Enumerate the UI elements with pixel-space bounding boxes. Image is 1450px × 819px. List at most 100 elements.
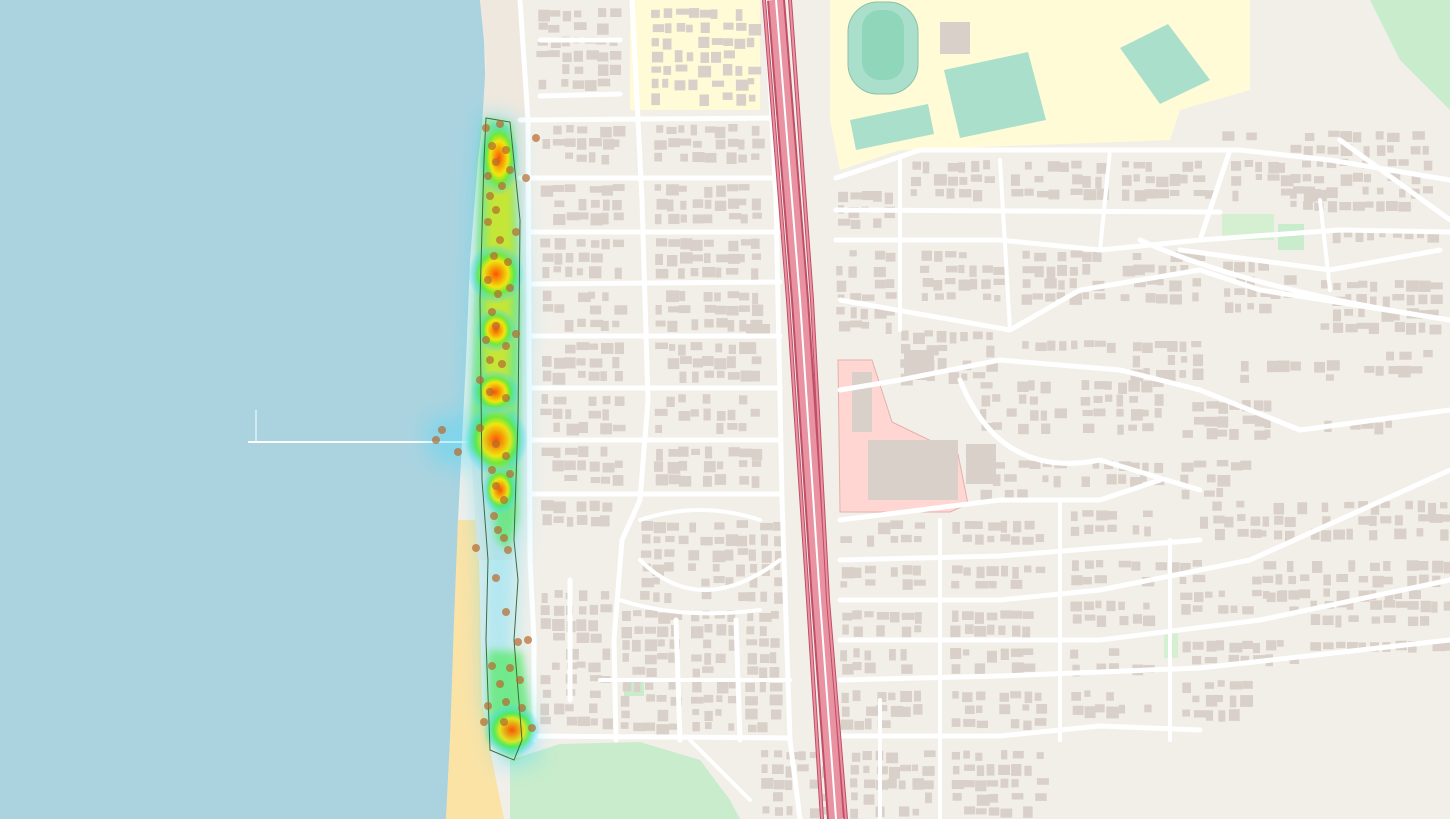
building	[797, 764, 809, 772]
observation-marker[interactable]	[484, 218, 492, 226]
observation-marker[interactable]	[482, 124, 490, 132]
building	[1152, 380, 1164, 387]
building	[774, 750, 783, 758]
observation-marker[interactable]	[506, 470, 514, 478]
ocean	[0, 0, 486, 819]
observation-marker[interactable]	[498, 360, 506, 368]
observation-marker[interactable]	[492, 322, 500, 330]
building	[913, 565, 921, 576]
observation-marker[interactable]	[502, 342, 510, 350]
observation-marker[interactable]	[484, 172, 492, 180]
observation-marker[interactable]	[482, 336, 490, 344]
observation-marker[interactable]	[480, 718, 488, 726]
observation-marker[interactable]	[532, 134, 540, 142]
observation-marker[interactable]	[506, 166, 514, 174]
observation-marker[interactable]	[496, 236, 504, 244]
building	[747, 610, 754, 622]
observation-marker[interactable]	[496, 680, 504, 688]
observation-marker[interactable]	[504, 258, 512, 266]
observation-marker[interactable]	[492, 158, 500, 166]
observation-marker[interactable]	[432, 436, 440, 444]
building	[840, 581, 848, 588]
observation-marker[interactable]	[488, 142, 496, 150]
observation-marker[interactable]	[512, 228, 520, 236]
observation-marker[interactable]	[500, 534, 508, 542]
markers-layer[interactable]	[432, 120, 540, 732]
observation-marker[interactable]	[500, 718, 508, 726]
observation-marker[interactable]	[504, 546, 512, 554]
observation-marker[interactable]	[518, 704, 526, 712]
observation-marker[interactable]	[502, 608, 510, 616]
observation-marker[interactable]	[484, 276, 492, 284]
observation-marker[interactable]	[512, 330, 520, 338]
pitch	[1120, 24, 1210, 104]
building	[1284, 275, 1297, 285]
building	[1323, 588, 1330, 597]
observation-marker[interactable]	[494, 290, 502, 298]
observation-marker[interactable]	[488, 466, 496, 474]
building	[975, 752, 983, 761]
observation-marker[interactable]	[506, 664, 514, 672]
building	[578, 606, 587, 615]
building	[1325, 374, 1334, 381]
observation-marker[interactable]	[492, 574, 500, 582]
observation-marker[interactable]	[502, 146, 510, 154]
observation-marker[interactable]	[492, 206, 500, 214]
observation-marker[interactable]	[438, 426, 446, 434]
building	[1316, 158, 1324, 167]
observation-marker[interactable]	[506, 284, 514, 292]
building	[612, 475, 624, 486]
building	[1182, 682, 1191, 693]
building	[1012, 521, 1022, 533]
observation-marker[interactable]	[502, 394, 510, 402]
observation-marker[interactable]	[454, 448, 462, 456]
building	[852, 567, 862, 578]
observation-marker[interactable]	[516, 676, 524, 684]
observation-marker[interactable]	[522, 174, 530, 182]
building	[578, 198, 587, 211]
observation-marker[interactable]	[486, 356, 494, 364]
observation-marker[interactable]	[490, 252, 498, 260]
building	[679, 356, 692, 364]
observation-marker[interactable]	[502, 698, 510, 706]
building	[1418, 294, 1428, 305]
observation-marker[interactable]	[492, 482, 500, 490]
observation-marker[interactable]	[490, 512, 498, 520]
observation-marker[interactable]	[524, 636, 532, 644]
observation-marker[interactable]	[488, 308, 496, 316]
building	[913, 704, 923, 715]
building	[1231, 176, 1242, 186]
building	[1376, 145, 1386, 156]
building	[704, 710, 713, 722]
building	[1230, 462, 1243, 471]
observation-marker[interactable]	[476, 376, 484, 384]
building	[911, 176, 922, 187]
observation-marker[interactable]	[500, 496, 508, 504]
building	[946, 292, 956, 300]
observation-marker[interactable]	[472, 544, 480, 552]
observation-marker[interactable]	[494, 526, 502, 534]
observation-marker[interactable]	[528, 724, 536, 732]
building	[873, 266, 886, 278]
building	[761, 778, 774, 789]
observation-marker[interactable]	[488, 662, 496, 670]
observation-marker[interactable]	[484, 702, 492, 710]
building	[1430, 282, 1443, 290]
building	[952, 610, 959, 622]
observation-marker[interactable]	[486, 388, 494, 396]
building	[737, 548, 749, 555]
observation-marker[interactable]	[486, 192, 494, 200]
building	[666, 199, 674, 212]
building	[986, 612, 998, 621]
observation-marker[interactable]	[476, 424, 484, 432]
observation-marker[interactable]	[514, 638, 522, 646]
observation-marker[interactable]	[498, 182, 506, 190]
observation-marker[interactable]	[492, 440, 500, 448]
hotspot-south-hotspot	[484, 704, 540, 756]
observation-marker[interactable]	[496, 120, 504, 128]
building	[1012, 610, 1023, 619]
building	[577, 716, 591, 727]
observation-marker[interactable]	[502, 452, 510, 460]
